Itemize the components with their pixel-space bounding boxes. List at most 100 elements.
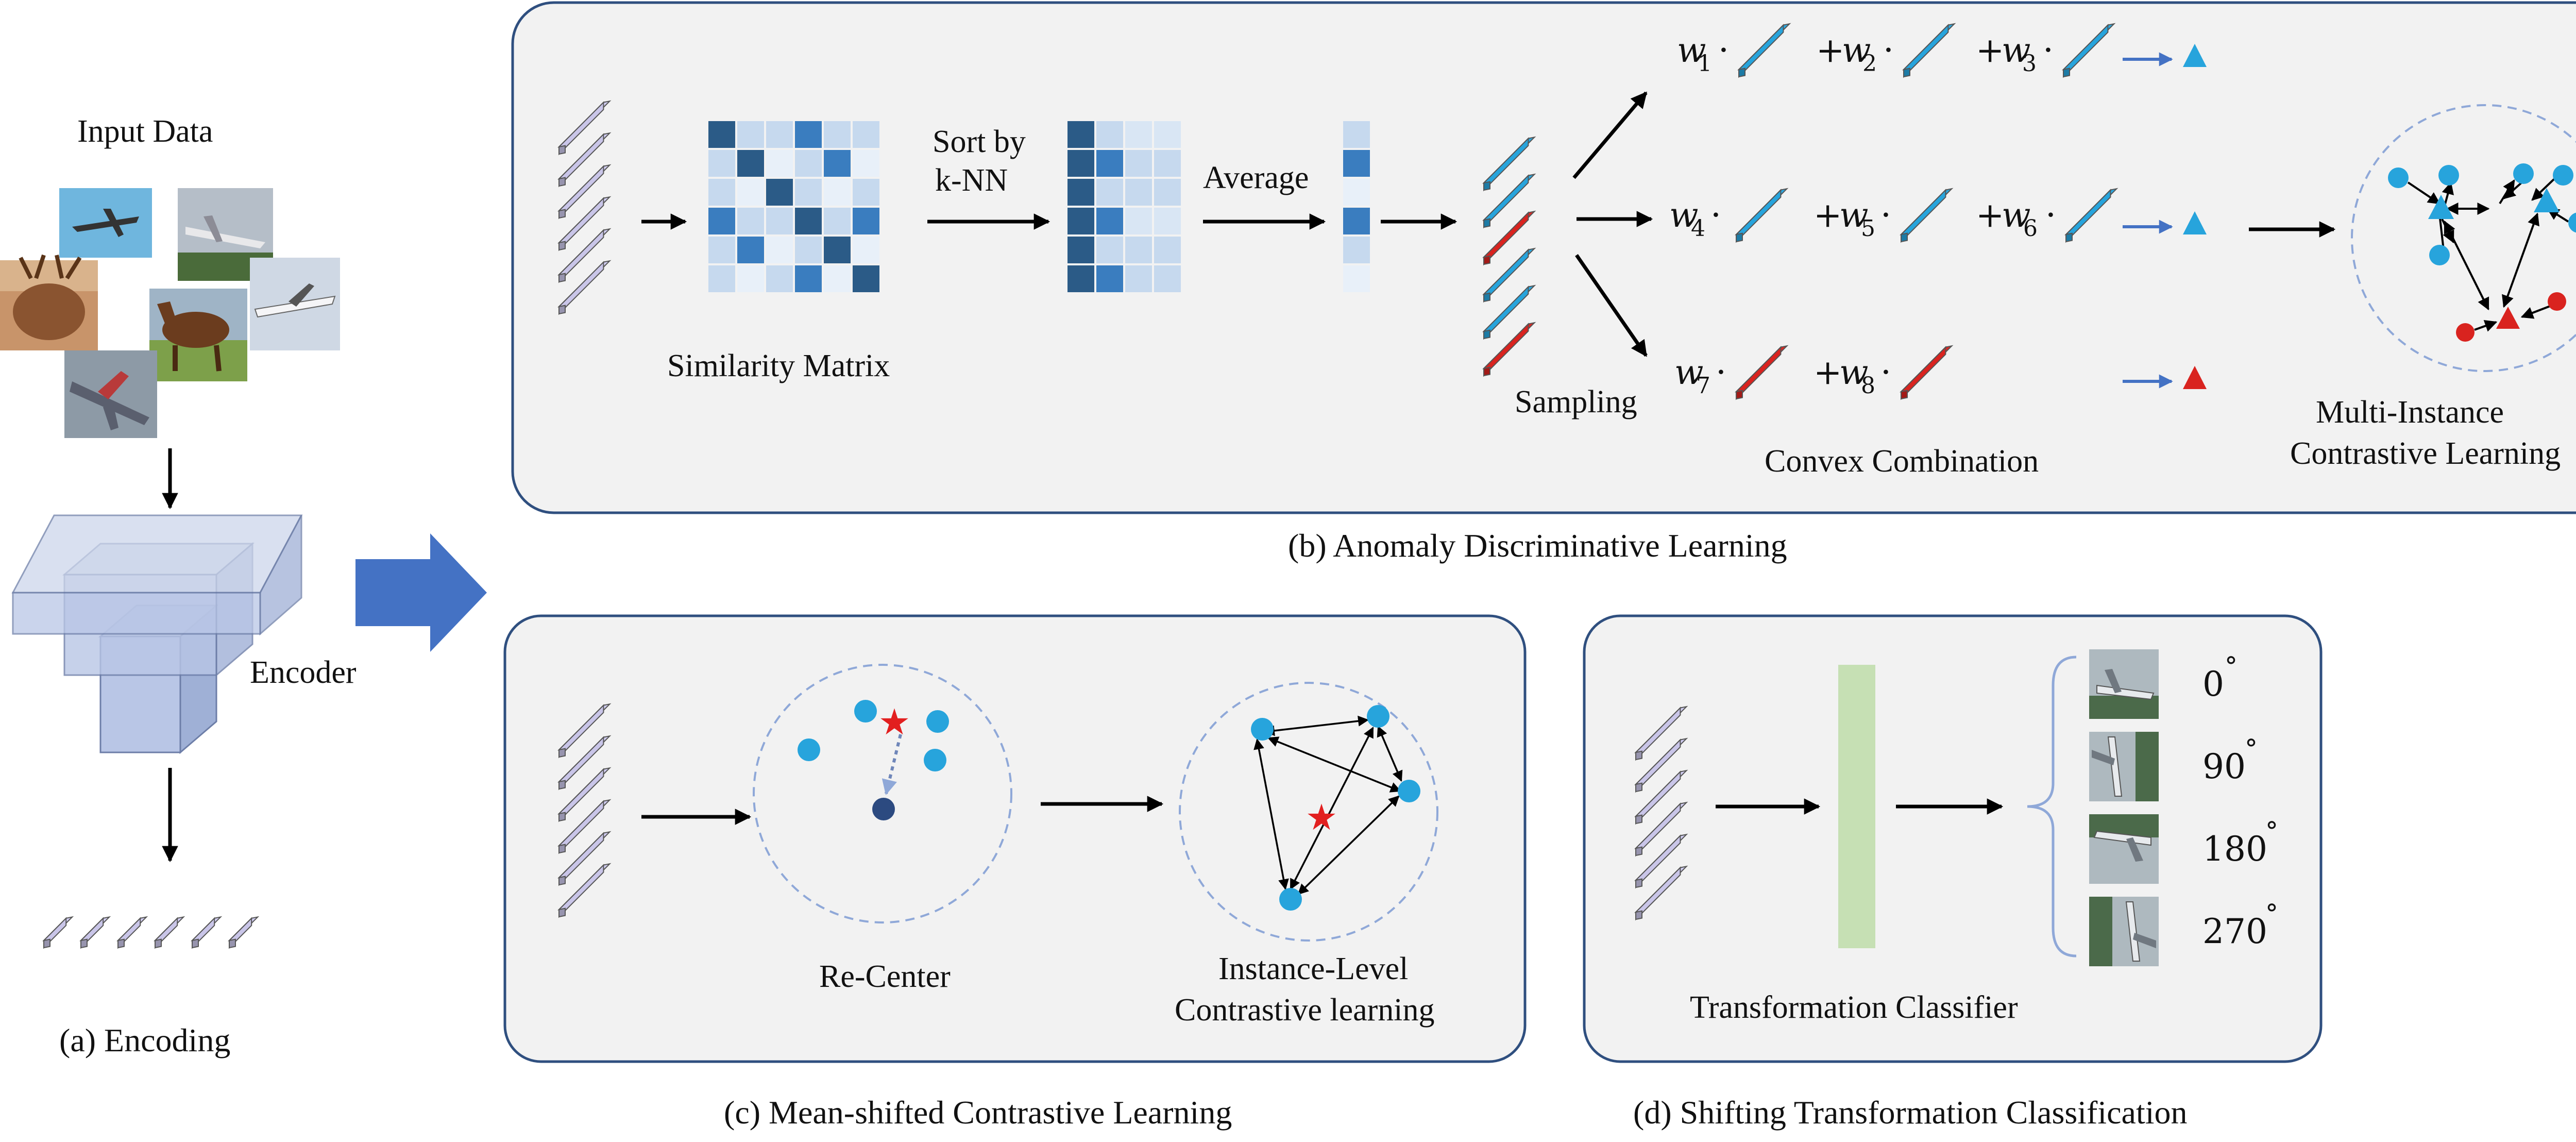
matrix-cell	[1096, 150, 1123, 177]
svg-text:w: w	[2002, 195, 2031, 235]
matrix-cell	[1096, 179, 1123, 206]
matrix-cell	[1154, 237, 1181, 263]
sampled-feature-bar	[1482, 210, 1536, 266]
matrix-cell	[1125, 265, 1152, 292]
averaged-vector	[1343, 121, 1370, 292]
encoder-label: Encoder	[250, 655, 357, 690]
matrix-cell	[1125, 121, 1152, 148]
angle-180: 180	[2202, 829, 2267, 869]
matrix-cell	[1067, 208, 1094, 234]
transformation-classifier-bar	[1838, 665, 1875, 948]
feature-bar	[190, 916, 223, 949]
matrix-cell	[1125, 208, 1152, 234]
combination-feature-bar	[2064, 188, 2119, 243]
combination-feature-bar	[1734, 345, 1789, 400]
panel-b: Similarity Matrix Sort by k-NN Average S…	[557, 23, 2576, 564]
feature-bar	[557, 132, 612, 188]
sampled-feature-bar	[1482, 284, 1536, 340]
matrix-cell	[737, 179, 764, 206]
mil-label-2: Contrastive Learning	[2290, 436, 2561, 471]
feature-bar	[79, 916, 111, 949]
matrix-cell	[708, 208, 735, 234]
svg-text:+: +	[1814, 352, 1842, 392]
recenter-cluster: ★	[753, 664, 1012, 923]
panel-d: 0 ° 90 ° 180 ° 270 ° Transformation Clas…	[1633, 649, 2278, 1131]
matrix-cell	[795, 121, 822, 148]
matrix-cell	[795, 150, 822, 177]
svg-text:8: 8	[1861, 373, 1875, 399]
matrix-cell	[1096, 121, 1123, 148]
image-deer	[0, 254, 98, 350]
matrix-cell	[1154, 121, 1181, 148]
panel-c-caption: (c) Mean-shifted Contrastive Learning	[724, 1094, 1232, 1131]
feature-bar	[227, 916, 260, 949]
matrix-cell	[1067, 179, 1094, 206]
matrix-cell	[737, 150, 764, 177]
svg-text:★: ★	[1306, 796, 1338, 838]
c-input-features	[557, 703, 612, 918]
image-airplane-sky	[59, 188, 152, 258]
sort-knn-label-1: Sort by	[933, 124, 1026, 159]
matrix-cell	[766, 150, 793, 177]
feature-bar	[557, 228, 612, 283]
encoded-features	[42, 916, 260, 949]
svg-text:w: w	[2002, 30, 2031, 70]
matrix-cell	[737, 121, 764, 148]
rotation-brace	[2027, 656, 2077, 958]
matrix-cell	[1154, 208, 1181, 234]
combination-feature-bar	[1734, 188, 1789, 243]
feature-bar	[1899, 188, 1954, 243]
matrix-cell	[853, 121, 879, 148]
vector-cell	[1343, 179, 1370, 206]
flow-arrow-big	[355, 533, 487, 652]
vector-cell	[1343, 237, 1370, 263]
input-images	[0, 188, 340, 438]
feature-bar	[1634, 737, 1688, 793]
sampled-feature-bar	[1482, 173, 1536, 229]
sampled-feature-bar	[1482, 322, 1536, 377]
feature-bar	[557, 260, 612, 315]
feature-bar	[557, 196, 612, 251]
matrix-cell	[853, 208, 879, 234]
similarity-matrix-label: Similarity Matrix	[667, 348, 890, 383]
matrix-cell	[824, 208, 851, 234]
instance-level-label-1: Instance-Level	[1218, 951, 1408, 986]
angle-270-degree: °	[2265, 899, 2278, 929]
proto-triangle-red	[2183, 366, 2207, 389]
feature-bar	[1634, 865, 1688, 921]
svg-text:1: 1	[1698, 51, 1712, 77]
classifier-label: Transformation Classifier	[1690, 990, 2018, 1025]
instance-level-label-2: Contrastive learning	[1175, 993, 1434, 1028]
svg-text:·: ·	[1880, 195, 1891, 235]
svg-text:3: 3	[2022, 51, 2037, 77]
matrix-cell	[1067, 237, 1094, 263]
matrix-cell	[795, 179, 822, 206]
matrix-cell	[853, 179, 879, 206]
vector-cell	[1343, 150, 1370, 177]
matrix-cell	[1096, 208, 1123, 234]
feature-bar	[42, 916, 74, 949]
panel-d-caption: (d) Shifting Transformation Classificati…	[1633, 1094, 2188, 1131]
svg-text:·: ·	[2045, 195, 2056, 235]
similarity-matrix	[708, 121, 879, 292]
matrix-cell	[766, 121, 793, 148]
matrix-cell	[1067, 150, 1094, 177]
angle-0-degree: °	[2225, 651, 2238, 681]
feature-bar	[557, 735, 612, 791]
feature-bar	[2064, 188, 2119, 243]
matrix-cell	[853, 237, 879, 263]
combination-feature-bar	[1899, 188, 1954, 243]
matrix-cell	[708, 150, 735, 177]
svg-text:·: ·	[1716, 352, 1726, 392]
convex-row-3: w 7 · + w 8 ·	[1674, 345, 2207, 400]
matrix-cell	[737, 208, 764, 234]
matrix-cell	[737, 237, 764, 263]
matrix-cell	[1125, 237, 1152, 263]
sorted-matrix	[1067, 121, 1181, 292]
encoder-block	[11, 514, 303, 754]
matrix-cell	[1067, 265, 1094, 292]
angle-90-degree: °	[2245, 734, 2258, 764]
matrix-cell	[1154, 150, 1181, 177]
svg-text:w: w	[1842, 30, 1871, 70]
